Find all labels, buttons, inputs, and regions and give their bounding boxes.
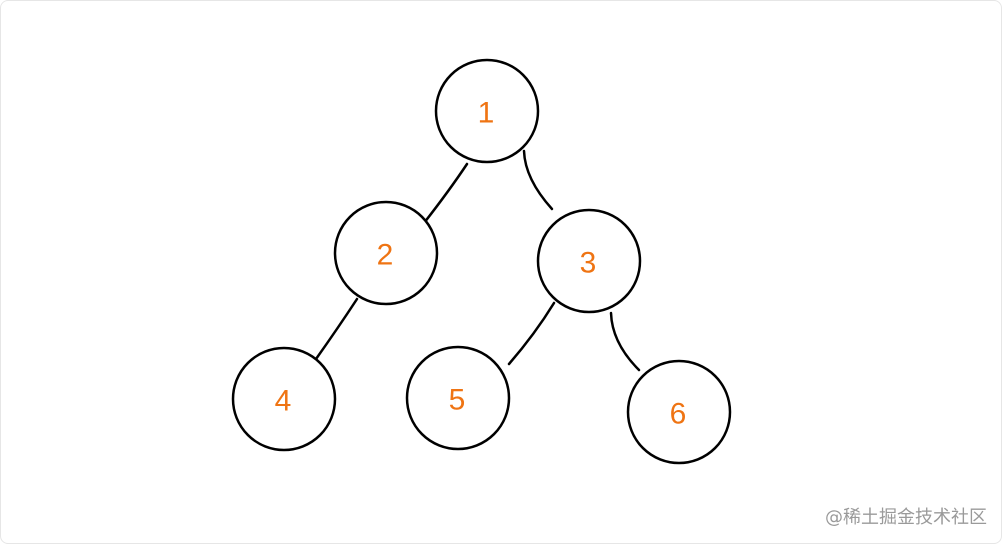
- tree-node-5: 5: [405, 345, 511, 451]
- node-label: 5: [449, 384, 466, 417]
- tree-node-4: 4: [231, 346, 337, 452]
- edge-3-6: [609, 311, 641, 372]
- tree-node-2: 2: [333, 200, 439, 306]
- tree-node-3: 3: [536, 208, 642, 314]
- node-circle: [434, 58, 540, 164]
- watermark-text: @稀土掘金技术社区: [825, 507, 987, 528]
- node-label: 3: [580, 247, 597, 280]
- edge-1-3: [522, 149, 554, 211]
- node-circle: [231, 346, 337, 452]
- tree-node-6: 6: [626, 359, 732, 465]
- edge-1-2: [422, 162, 469, 225]
- node-circle: [405, 345, 511, 451]
- edge-3-5: [507, 301, 556, 366]
- tree-edges: [314, 149, 641, 372]
- node-circle: [333, 200, 439, 306]
- node-circle: [626, 359, 732, 465]
- tree-node-1: 1: [434, 58, 540, 164]
- node-label: 2: [377, 239, 394, 272]
- node-label: 6: [670, 398, 687, 431]
- node-label: 1: [478, 97, 495, 130]
- node-circle: [536, 208, 642, 314]
- edge-2-4: [314, 297, 359, 361]
- node-label: 4: [275, 385, 292, 418]
